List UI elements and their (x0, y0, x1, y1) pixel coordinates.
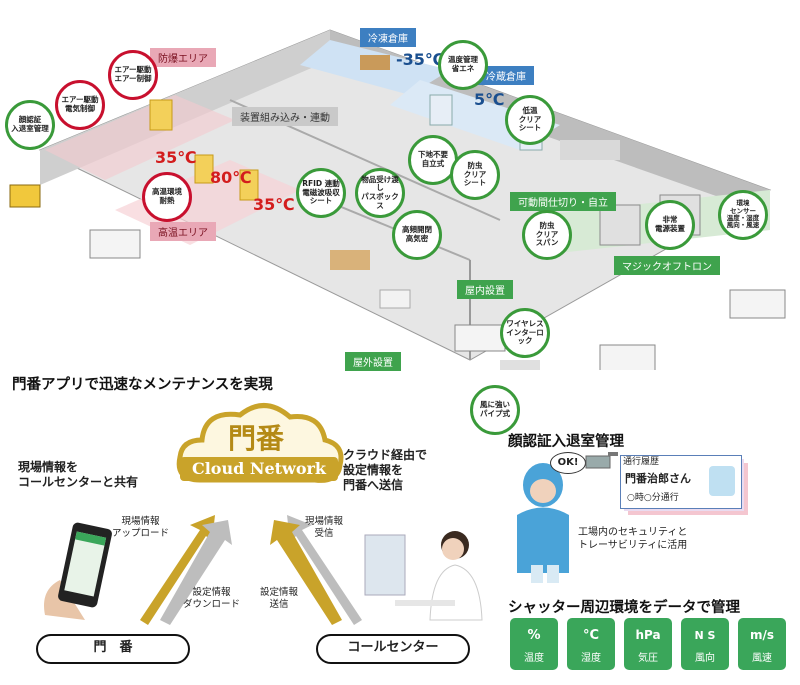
app-heading: 門番アプリで迅速なメンテナンスを実現 (12, 377, 273, 393)
wind-speed-icon: m/s (749, 628, 775, 642)
wind-vane-icon: N S (694, 628, 716, 642)
zone-explosion: 防爆エリア (150, 48, 216, 67)
temp-freezer: -35℃ (396, 50, 445, 69)
temp-35-a: 35℃ (155, 148, 197, 167)
badge-high-freq: 高頻開閉 高気密 (392, 210, 442, 260)
badge-face-auth: 顔認証 入退室管理 (5, 100, 55, 150)
zone-outdoor: 屋外設置 (345, 352, 401, 371)
badge-air-drive-elec: エアー駆動 電気制御 (55, 80, 105, 130)
badge-emergency-power: 非常 電源装置 (645, 200, 695, 250)
thermometer-icon: % (527, 627, 541, 643)
zone-freezer: 冷凍倉庫 (360, 28, 416, 47)
humidity-icon: °C (582, 627, 600, 643)
face-heading: 顔認証入退室管理 (508, 434, 624, 450)
cloud-en: Cloud Network (180, 457, 338, 481)
badge-air-drive-ctrl: エアー駆動 エアー制御 (108, 50, 158, 100)
env-label-humidity: 湿度 (581, 653, 601, 664)
badge-wireless-interlock: ワイヤレス インターロック (500, 308, 550, 358)
env-label-temp: 温度 (524, 653, 544, 664)
callcenter-image (360, 515, 490, 625)
temp-cold: 5℃ (474, 90, 505, 109)
env-label-wind-dir: 風向 (695, 653, 715, 664)
badge-temp-mgmt: 温度管理 省エネ (438, 40, 488, 90)
zone-indoor: 屋内設置 (457, 280, 513, 299)
badge-insect-sheet: 防虫 クリア シート (450, 150, 500, 200)
zone-movable-partition: 可動間仕切り・自立 (510, 192, 616, 211)
env-humidity: °C 湿度 (567, 618, 615, 670)
right-text: クラウド経由で 設定情報を 門番へ送信 (343, 448, 428, 492)
temp-80: 80℃ (210, 168, 252, 187)
temp-35-b: 35℃ (253, 195, 295, 214)
zone-equipment: 装置組み込み・連動 (232, 107, 338, 126)
badge-high-temp: 高温環境 耐熱 (142, 172, 192, 222)
pressure-icon: hPa (635, 628, 661, 642)
env-pressure: hPa 気圧 (624, 618, 672, 670)
face-desc: 工場内のセキュリティと トレーサビリティに活用 (578, 527, 688, 551)
badge-low-temp-sheet: 低温 クリア シート (505, 95, 555, 145)
history-time: ○時○分通行 (627, 493, 679, 503)
badge-goods-receiving: 物品受け渡し パスボックス (355, 168, 405, 218)
zone-cold: 冷蔵倉庫 (478, 66, 534, 85)
env-label-wind-speed: 風速 (752, 653, 772, 664)
label-download: 設定情報 ダウンロード (183, 587, 241, 610)
label-send: 設定情報 送信 (260, 587, 299, 610)
arrows-right (262, 510, 372, 630)
history-name: 門番治郎さん (625, 472, 691, 485)
pill-callcenter: コールセンター (316, 634, 470, 664)
badge-rfid-sheet: RFID 連動 電磁波吸収 シート (296, 168, 346, 218)
left-text: 現場情報を コールセンターと共有 (18, 460, 139, 489)
zone-magic-off: マジックオフトロン (614, 256, 720, 275)
avatar (709, 466, 735, 496)
cloud-logo: 門番 Cloud Network (170, 395, 350, 495)
env-heading: シャッター周辺環境をデータで管理 (508, 600, 740, 616)
history-card: 通行履歴 門番治郎さん ○時○分通行 (620, 455, 748, 515)
label-receive: 現場情報 受信 (305, 516, 344, 539)
env-temperature: % 温度 (510, 618, 558, 670)
env-wind-direction: N S 風向 (681, 618, 729, 670)
badge-env-sensor: 環境 センサー 温度・湿度 風向・風速 (718, 190, 768, 240)
badge-insect-span: 防虫 クリア スパン (522, 210, 572, 260)
camera-icon (582, 450, 622, 476)
zone-high-temp: 高温エリア (150, 222, 216, 241)
ok-bubble: OK! (550, 452, 586, 474)
env-wind-speed: m/s 風速 (738, 618, 786, 670)
pill-monban: 門 番 (36, 634, 190, 664)
badge-wind-pipe: 風に強い パイプ式 (470, 385, 520, 435)
worker-image (505, 455, 585, 585)
arrows-left (130, 510, 240, 630)
history-title: 通行履歴 (623, 457, 660, 467)
env-label-pressure: 気圧 (638, 653, 658, 664)
smartphone-image (40, 520, 120, 630)
label-upload: 現場情報 アップロード (112, 516, 170, 539)
cloud-kanji: 門番 (228, 422, 285, 455)
